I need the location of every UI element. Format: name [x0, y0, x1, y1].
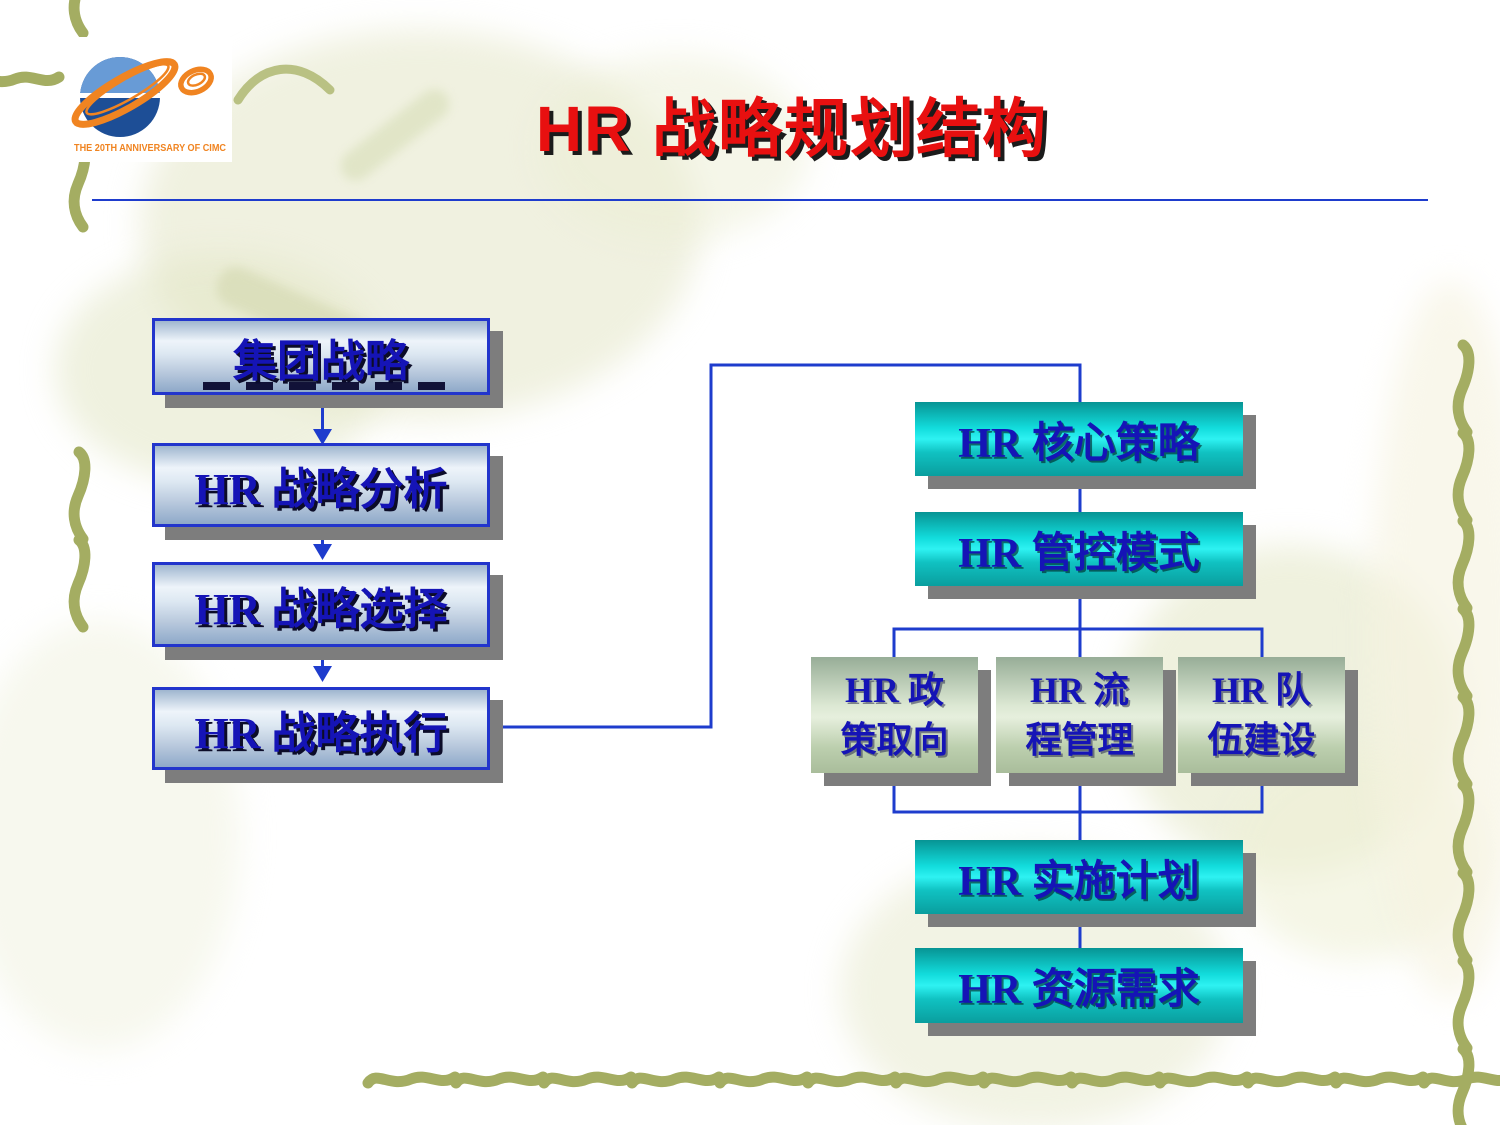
clipped-text-fragments — [203, 382, 447, 390]
flow-box-label: 集团战略 — [233, 336, 409, 386]
flow-box-label: HR 队 伍建设 — [1207, 670, 1316, 760]
small-ring-icon — [178, 66, 214, 96]
vine-decoration — [0, 620, 240, 1050]
orbit-ring-icon — [71, 58, 179, 128]
logo-caption: THE 20TH ANNIVERSARY OF CIMC — [74, 143, 226, 154]
flow-box-hr-strategy-execution: HR 战略执行 — [152, 687, 490, 770]
flow-box-label: HR 实施计划 — [958, 858, 1200, 905]
flow-box-hr-resource-demand: HR 资源需求 — [915, 948, 1243, 1023]
flow-box-group-strategy: 集团战略 — [152, 318, 490, 395]
page-title: HR 战略规划结构 — [535, 93, 1049, 165]
title-underline — [92, 199, 1428, 201]
vine-decoration — [1230, 750, 1480, 960]
cimc-anniversary-logo: THE 20TH ANNIVERSARY OF CIMC — [68, 37, 232, 162]
flow-box-label: HR 战略分析 — [194, 465, 448, 514]
vine-decoration — [1370, 280, 1500, 1000]
flow-box-label: HR 管控模式 — [958, 530, 1200, 577]
flow-box-hr-control-model: HR 管控模式 — [915, 512, 1243, 586]
flow-box-hr-process-management: HR 流 程管理 — [996, 657, 1163, 773]
flow-box-hr-implementation-plan: HR 实施计划 — [915, 840, 1243, 914]
flow-box-label: HR 政 策取向 — [840, 670, 949, 760]
flow-box-hr-policy-orientation: HR 政 策取向 — [811, 657, 978, 773]
flow-box-label: HR 流 程管理 — [1025, 670, 1134, 760]
flow-box-hr-strategy-selection: HR 战略选择 — [152, 562, 490, 647]
flow-box-label: HR 核心策略 — [958, 420, 1200, 467]
flow-box-label: HR 战略选择 — [194, 584, 448, 634]
flow-box-label: HR 战略执行 — [194, 708, 448, 758]
flow-box-label: HR 资源需求 — [958, 967, 1200, 1013]
flow-box-hr-team-building: HR 队 伍建设 — [1178, 657, 1345, 773]
flow-box-hr-strategy-analysis: HR 战略分析 — [152, 443, 490, 527]
flow-box-hr-core-policy: HR 核心策略 — [915, 402, 1243, 476]
